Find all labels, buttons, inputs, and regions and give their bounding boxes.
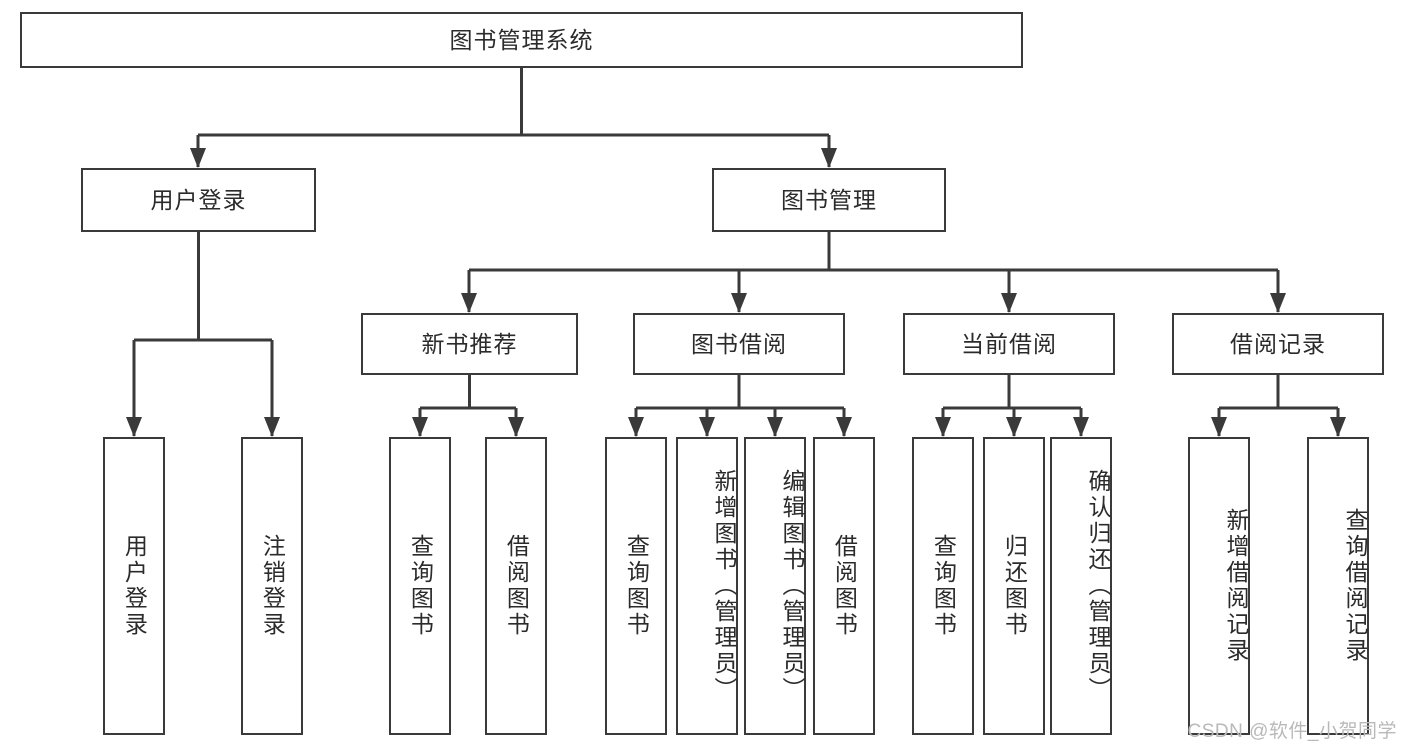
arrow-head-icon: [1006, 417, 1022, 437]
node-label: 借阅图书: [831, 534, 858, 638]
node-book-borrow[interactable]: 图书借阅: [633, 313, 845, 375]
arrow-head-icon: [1270, 293, 1286, 313]
node-label: 新增借阅记录: [1223, 508, 1249, 664]
node-book-management[interactable]: 图书管理: [712, 168, 946, 232]
arrow-head-icon: [699, 417, 715, 437]
node-label: 查询图书: [623, 534, 650, 638]
node-label: 图书管理: [781, 186, 877, 213]
arrow-head-icon: [264, 417, 280, 437]
node-borrow-record[interactable]: 借阅记录: [1172, 313, 1384, 375]
arrow-head-icon: [935, 417, 951, 437]
node-current-borrow[interactable]: 当前借阅: [903, 313, 1115, 375]
node-label: 归还图书: [1001, 534, 1028, 638]
node-label: 确认归还（管理员）: [1085, 469, 1111, 703]
arrow-head-icon: [767, 417, 783, 437]
node-label: 用户登录: [121, 534, 148, 638]
node-leaf-logout[interactable]: 注销登录: [241, 437, 303, 735]
node-label: 当前借阅: [961, 330, 1057, 357]
node-label: 查询图书: [930, 534, 957, 638]
node-leaf-query-record[interactable]: 查询借阅记录: [1307, 437, 1369, 735]
arrow-head-icon: [508, 417, 524, 437]
node-label: 用户登录: [150, 186, 247, 213]
node-label: 查询借阅记录: [1342, 508, 1368, 664]
node-label: 图书借阅: [691, 330, 787, 357]
node-label: 图书管理系统: [449, 26, 594, 53]
node-leaf-borrow-book-newbook[interactable]: 借阅图书: [485, 437, 547, 735]
node-label: 编辑图书（管理员）: [779, 469, 805, 703]
node-root[interactable]: 图书管理系统: [20, 12, 1023, 68]
arrow-head-icon: [190, 148, 206, 168]
arrow-head-icon: [836, 417, 852, 437]
node-leaf-query-book-borrow[interactable]: 查询图书: [605, 437, 667, 735]
node-leaf-return-book[interactable]: 归还图书: [983, 437, 1045, 735]
node-leaf-user-login[interactable]: 用户登录: [103, 437, 165, 735]
node-label: 新增图书（管理员）: [711, 469, 737, 703]
arrow-head-icon: [126, 417, 142, 437]
node-new-book-recommend[interactable]: 新书推荐: [361, 313, 578, 375]
arrow-head-icon: [1073, 417, 1089, 437]
arrow-head-icon: [1330, 417, 1346, 437]
arrow-head-icon: [1001, 293, 1017, 313]
node-label: 查询图书: [407, 534, 434, 638]
node-label: 借阅图书: [503, 534, 530, 638]
arrow-head-icon: [1211, 417, 1227, 437]
node-leaf-query-book-newbook[interactable]: 查询图书: [389, 437, 451, 735]
node-label: 借阅记录: [1230, 330, 1326, 357]
arrow-head-icon: [731, 293, 747, 313]
node-label: 注销登录: [259, 534, 286, 638]
node-leaf-add-record[interactable]: 新增借阅记录: [1188, 437, 1250, 735]
node-label: 新书推荐: [421, 330, 518, 357]
arrow-head-icon: [461, 293, 477, 313]
node-leaf-edit-book[interactable]: 编辑图书（管理员）: [744, 437, 806, 735]
node-leaf-confirm-return[interactable]: 确认归还（管理员）: [1050, 437, 1112, 735]
node-leaf-query-book-current[interactable]: 查询图书: [912, 437, 974, 735]
node-leaf-borrow-book[interactable]: 借阅图书: [813, 437, 875, 735]
watermark: CSDN @软件_小贺同学: [1187, 721, 1397, 742]
arrow-head-icon: [628, 417, 644, 437]
node-leaf-add-book[interactable]: 新增图书（管理员）: [676, 437, 738, 735]
arrow-head-icon: [412, 417, 428, 437]
arrow-head-icon: [821, 148, 837, 168]
node-user-login[interactable]: 用户登录: [81, 168, 316, 232]
